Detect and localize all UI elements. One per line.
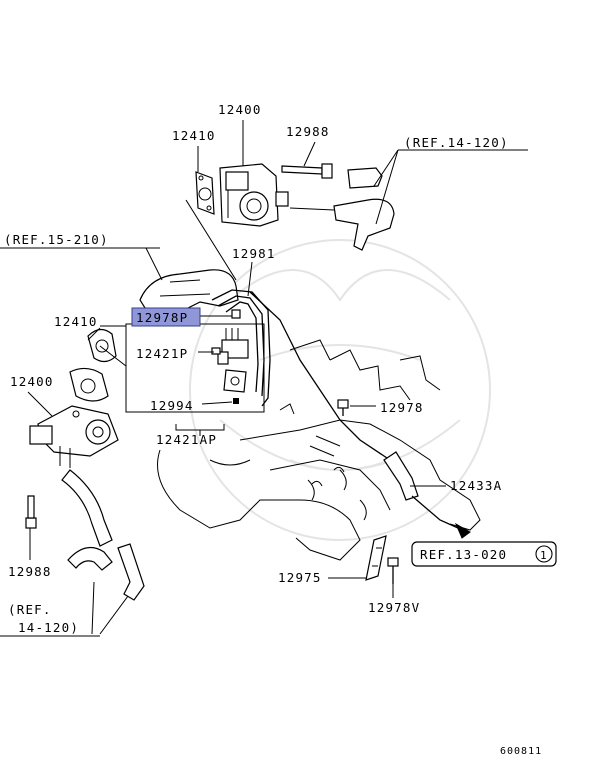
label-12978[interactable]: 12978 [380, 400, 424, 415]
bracket-12975[interactable] [365, 535, 387, 581]
bolt-12978[interactable] [337, 399, 349, 416]
leader-ref-top-1 [373, 149, 399, 187]
leader-ref-15-210 [145, 247, 163, 281]
label-12400-left[interactable]: 12400 [10, 374, 54, 389]
diagram-code: 600811 [500, 746, 542, 757]
bracket-12421ap [175, 424, 225, 436]
ref-13-020-box[interactable] [411, 541, 557, 567]
gasket-12410-left[interactable] [87, 328, 117, 363]
leader-ref-top-2 [375, 149, 399, 225]
leader-ref-left-1 [91, 581, 95, 635]
valve-12400-left[interactable] [29, 405, 119, 468]
label-12988-left[interactable]: 12988 [8, 564, 52, 579]
hose-left[interactable] [61, 469, 145, 601]
label-ref-13-020-num: 1 [540, 549, 547, 562]
hose-clamps [279, 403, 345, 487]
label-12421p[interactable]: 12421P [136, 346, 188, 361]
label-12410-left[interactable]: 12410 [54, 314, 98, 329]
nut-12994[interactable] [233, 398, 239, 404]
arrow-to-ref-13-020 [454, 522, 471, 539]
solenoid-group-box [125, 323, 265, 413]
bolt-12978v[interactable] [387, 557, 399, 584]
solenoid-12421p[interactable] [211, 328, 249, 365]
bolt-12988-top[interactable] [281, 163, 333, 179]
hose-top-right[interactable] [333, 167, 395, 251]
valve-12400-top[interactable] [219, 163, 289, 227]
intake-manifold [139, 269, 481, 561]
label-ref-14-120-left-1[interactable]: (REF. [8, 602, 52, 617]
bracket-12994[interactable] [223, 369, 247, 393]
gasket-12410-top[interactable] [195, 171, 215, 215]
connector-line-top [185, 199, 237, 281]
highlight-12978p [131, 307, 201, 327]
label-ref-15-210[interactable]: (REF.15-210) [4, 232, 109, 247]
label-12400-top[interactable]: 12400 [218, 102, 262, 117]
label-ref-13-020[interactable]: REF.13-020 [420, 547, 507, 562]
leader-ref-left-2 [99, 595, 129, 635]
label-12433a[interactable]: 12433A [450, 478, 502, 493]
bolt-12988-left[interactable] [25, 495, 37, 529]
label-12978p[interactable]: 12978P [136, 310, 188, 325]
leader-12988-top [303, 141, 316, 167]
leader-12981 [247, 261, 253, 297]
label-12988-top[interactable]: 12988 [286, 124, 330, 139]
label-12421ap[interactable]: 12421AP [156, 432, 217, 447]
hose-12433a[interactable] [383, 451, 471, 539]
label-ref-14-120-left-2[interactable]: 14-120) [18, 620, 79, 635]
bolt-12978p[interactable] [231, 309, 241, 319]
leader-gasket-box [99, 345, 127, 367]
leader-12994 [201, 401, 233, 405]
gasket-left-lower[interactable] [69, 367, 109, 402]
label-12994[interactable]: 12994 [150, 398, 194, 413]
label-12978v[interactable]: 12978V [368, 600, 420, 615]
vacuum-pipes-12981[interactable] [211, 289, 391, 461]
ref-13-020-circle [535, 545, 553, 563]
label-ref-14-120-top[interactable]: (REF.14-120) [404, 135, 509, 150]
label-12975[interactable]: 12975 [278, 570, 322, 585]
label-12410-top[interactable]: 12410 [172, 128, 216, 143]
leader-12410-left [87, 327, 101, 341]
leader-12400-left [27, 391, 53, 417]
label-12981[interactable]: 12981 [232, 246, 276, 261]
